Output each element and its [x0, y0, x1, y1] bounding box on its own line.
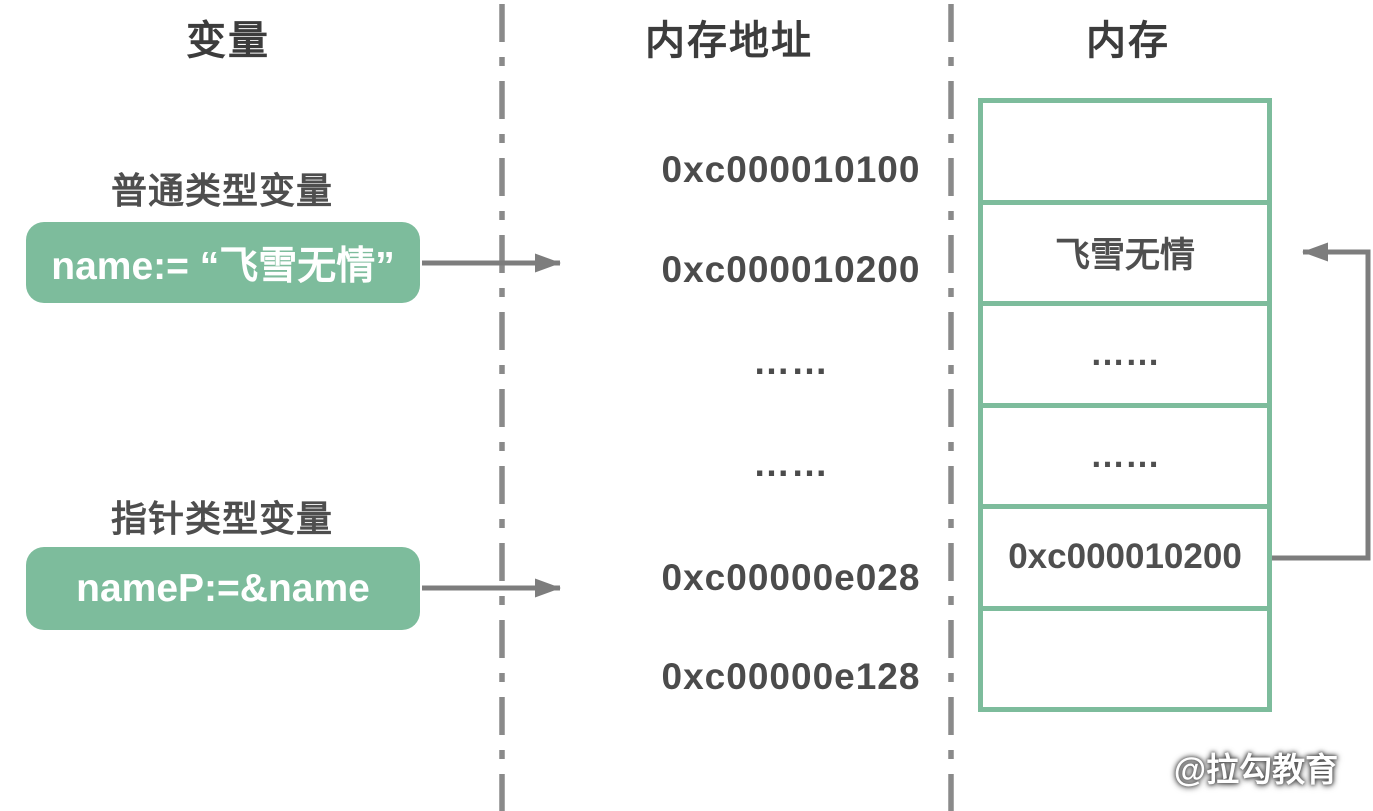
address-item-4: 0xc00000e028 — [661, 557, 921, 598]
watermark: @拉勾教育 — [1173, 751, 1339, 788]
column-header-memory: 内存 — [1086, 19, 1170, 63]
address-item-3: …… — [753, 443, 829, 484]
name-variable-text: name:= “飞雪无情” — [51, 244, 395, 288]
memory-cell-1: 飞雪无情 — [983, 199, 1267, 302]
memory-cell-3: …… — [983, 402, 1267, 505]
memory-cell-0 — [983, 103, 1267, 200]
namep-variable-box: nameP:=&name — [26, 547, 420, 630]
normal-type-label: 普通类型变量 — [110, 170, 334, 211]
pointer-type-label: 指针类型变量 — [110, 498, 334, 539]
address-item-2: …… — [753, 341, 829, 382]
namep-variable-text: nameP:=&name — [76, 566, 370, 610]
address-item-0: 0xc000010100 — [661, 149, 921, 190]
memory-table: 飞雪无情 …… …… 0xc000010200 — [978, 98, 1272, 712]
memory-cell-4: 0xc000010200 — [983, 504, 1267, 606]
address-item-1: 0xc000010200 — [661, 249, 921, 290]
address-item-5: 0xc00000e128 — [661, 656, 921, 697]
memory-cell-5 — [983, 605, 1267, 708]
arrow-pointer-value-to-memory — [1272, 242, 1371, 561]
column-header-memory-address: 内存地址 — [645, 19, 813, 63]
memory-cell-2: …… — [983, 301, 1267, 403]
column-header-variables: 变量 — [186, 19, 270, 63]
name-variable-box: name:= “飞雪无情” — [26, 222, 420, 303]
